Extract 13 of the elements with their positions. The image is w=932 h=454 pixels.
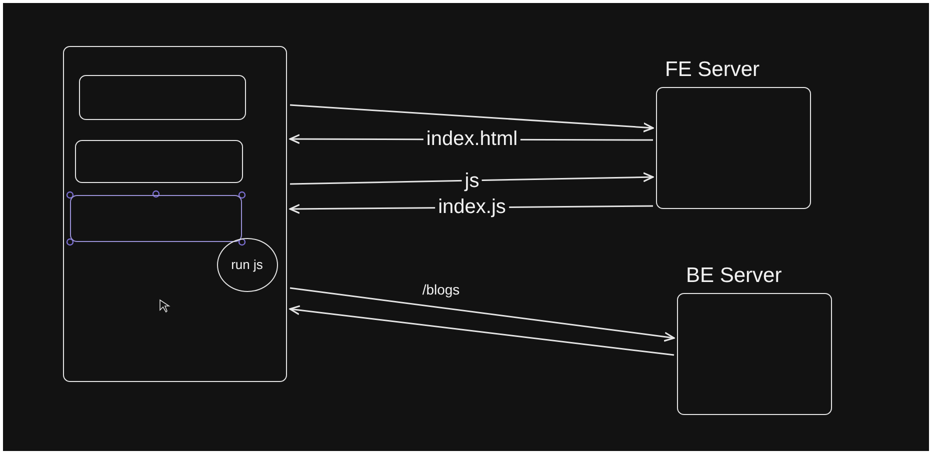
browser-window <box>63 46 287 382</box>
arrow <box>290 104 654 132</box>
ellipse <box>216 238 278 292</box>
server-title: BE Server <box>686 264 782 288</box>
arrow <box>290 287 675 342</box>
arrow <box>290 172 654 185</box>
edge-label: index.js <box>435 196 509 218</box>
server-title: FE Server <box>665 58 760 82</box>
content-box <box>78 74 246 120</box>
arrow <box>289 305 674 356</box>
ellipse-label: run js <box>231 257 263 272</box>
content-box <box>74 140 242 182</box>
edge-label: js <box>462 170 482 192</box>
